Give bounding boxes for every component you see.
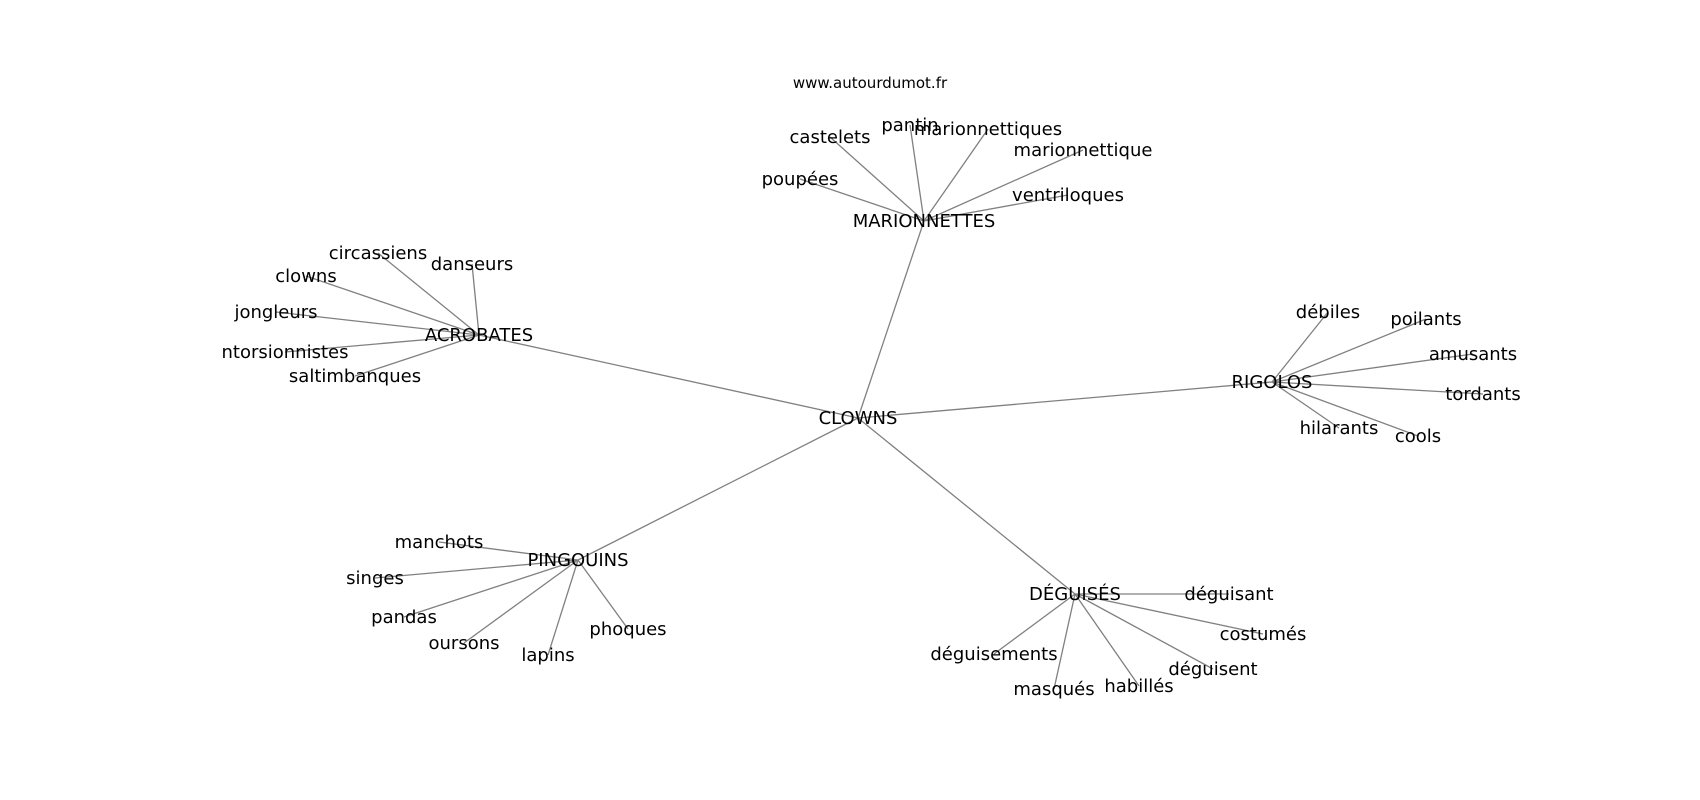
edge-hub-to-leaf <box>463 559 579 644</box>
graph-edges <box>275 124 1484 690</box>
edge-hub-to-leaf <box>1271 353 1474 383</box>
leaf-node-label: danseurs <box>431 254 514 275</box>
hub-node-label: DÉGUISÉS <box>1029 583 1121 605</box>
leaf-node-label: marionnettique <box>1014 140 1153 161</box>
edge-hub-to-leaf <box>909 124 925 222</box>
leaf-node-label: costumés <box>1220 624 1307 645</box>
edge-hub-to-leaf <box>374 559 579 579</box>
leaf-node-label: circassiens <box>329 243 427 264</box>
edge-hub-to-leaf <box>1074 593 1140 687</box>
edge-hub-to-leaf <box>923 149 1084 222</box>
edge-hub-to-leaf <box>1074 593 1214 670</box>
hub-node-label: MARIONNETTES <box>853 211 996 232</box>
leaf-node-label: déguisements <box>930 644 1057 665</box>
edge-center-to-hub <box>857 220 925 419</box>
leaf-node-label: saltimbanques <box>289 366 421 387</box>
leaf-node-label: oursons <box>429 633 500 654</box>
edge-hub-to-leaf <box>923 128 989 222</box>
leaf-node-label: cools <box>1395 426 1441 447</box>
edge-hub-to-leaf <box>377 252 480 336</box>
edge-hub-to-leaf <box>1271 381 1484 395</box>
edge-hub-to-leaf <box>403 559 579 618</box>
hub-node-label: PINGOUINS <box>527 550 628 571</box>
leaf-node-label: ntorsionnistes <box>222 342 349 363</box>
edge-hub-to-leaf <box>577 559 629 630</box>
leaf-node-label: amusants <box>1429 344 1517 365</box>
edge-hub-to-leaf <box>1271 381 1419 437</box>
edge-center-to-hub <box>857 417 1076 595</box>
edge-hub-to-leaf <box>829 136 925 222</box>
edge-hub-to-leaf <box>471 263 480 336</box>
leaf-node-label: ventriloques <box>1012 185 1124 206</box>
hub-node-label: RIGOLOS <box>1232 372 1313 393</box>
leaf-node-label: déguisent <box>1168 659 1257 680</box>
edge-hub-to-leaf <box>993 593 1076 655</box>
edge-hub-to-leaf <box>438 541 579 561</box>
leaf-node-label: masqués <box>1013 679 1094 700</box>
edge-hub-to-leaf <box>305 275 480 336</box>
leaf-node-label: pantin <box>881 115 938 136</box>
edge-hub-to-leaf <box>275 311 480 336</box>
site-watermark: www.autourdumot.fr <box>793 74 948 92</box>
edge-hub-to-leaf <box>1271 318 1427 383</box>
leaf-node-label: débiles <box>1296 302 1360 323</box>
leaf-node-label: poupées <box>762 169 839 190</box>
leaf-node-label: pandas <box>371 607 437 628</box>
edge-center-to-hub <box>857 381 1273 419</box>
leaf-node-label: lapins <box>521 645 574 666</box>
leaf-node-label: phoques <box>589 619 666 640</box>
center-node-label: CLOWNS <box>819 408 898 429</box>
leaf-node-label: singes <box>346 568 404 589</box>
hub-node-label: ACROBATES <box>425 325 533 346</box>
graph-labels: www.autourdumot.fr CLOWNS MARIONNETTES cas… <box>222 74 1521 700</box>
edge-center-to-hub <box>577 417 859 561</box>
edge-hub-to-leaf <box>799 178 925 222</box>
leaf-node-label: manchots <box>395 532 484 553</box>
edge-center-to-hub <box>478 334 859 419</box>
edge-hub-to-leaf <box>1053 593 1076 690</box>
edge-hub-to-leaf <box>1074 593 1264 635</box>
leaf-node-label: poilants <box>1390 309 1461 330</box>
edge-hub-to-leaf <box>1271 311 1329 383</box>
leaf-node-label: marionnettiques <box>914 119 1062 140</box>
leaf-node-label: castelets <box>790 127 871 148</box>
edge-hub-to-leaf <box>1271 381 1340 429</box>
edge-hub-to-leaf <box>923 194 1069 222</box>
edge-hub-to-leaf <box>354 334 480 377</box>
leaf-node-label: déguisant <box>1184 584 1273 605</box>
leaf-node-label: clowns <box>275 266 336 287</box>
edge-hub-to-leaf <box>547 559 579 656</box>
leaf-node-label: tordants <box>1445 384 1520 405</box>
leaf-node-label: jongleurs <box>233 302 317 323</box>
edge-hub-to-leaf <box>284 334 480 353</box>
leaf-node-label: hilarants <box>1300 418 1379 439</box>
leaf-node-label: habillés <box>1104 676 1173 697</box>
